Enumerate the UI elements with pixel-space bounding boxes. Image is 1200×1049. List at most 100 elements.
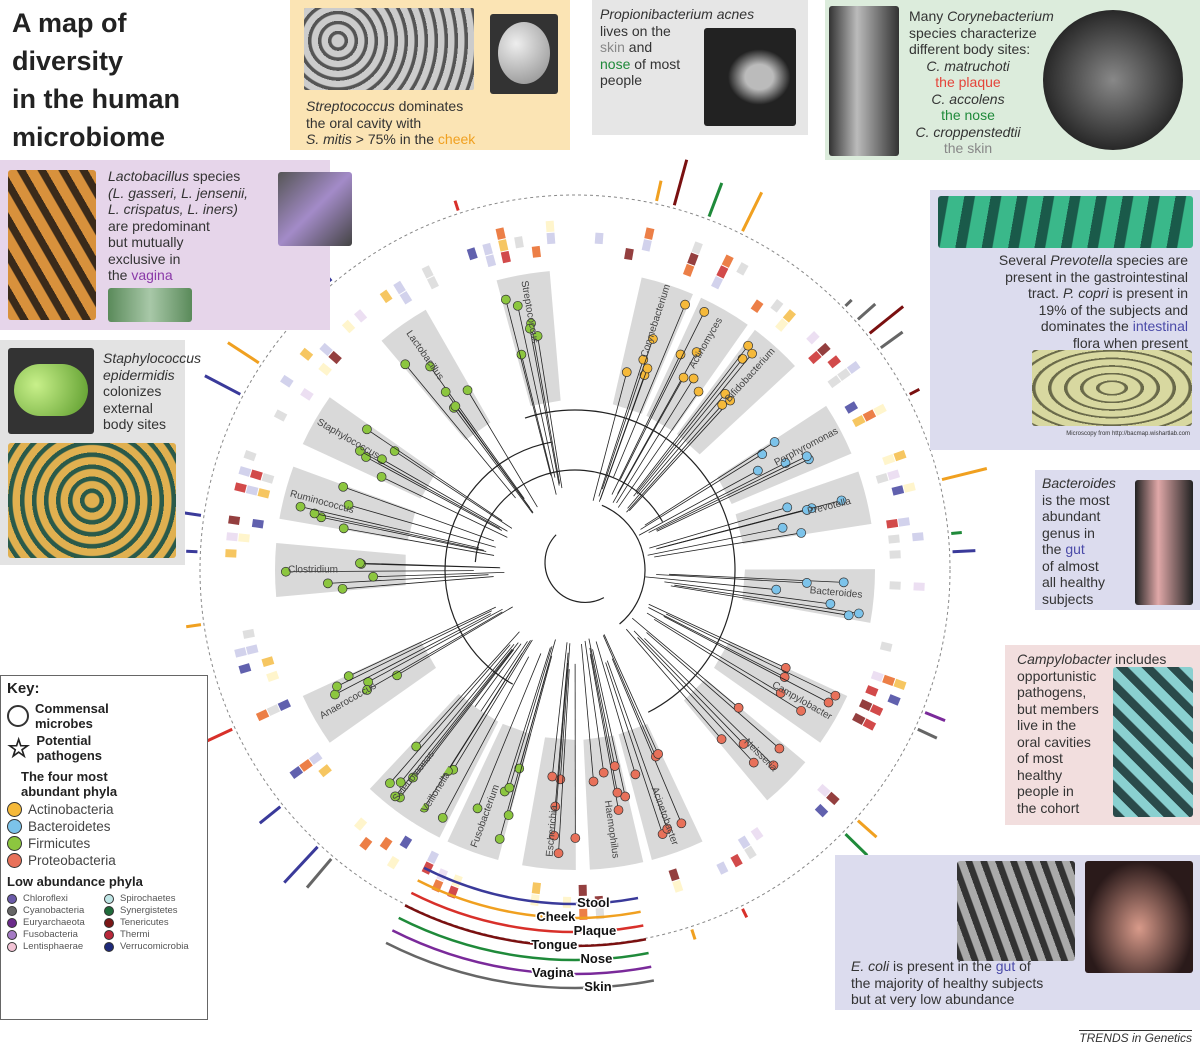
- tree-branch: [611, 354, 681, 495]
- abundance-cell: [806, 331, 820, 345]
- micrograph-image: [829, 6, 899, 156]
- taxon-node: [769, 437, 780, 447]
- tree-branch: [474, 469, 664, 563]
- abundance-cell: [782, 309, 797, 323]
- abundance-cell: [308, 751, 323, 765]
- abundance-cell: [682, 263, 695, 277]
- taxon-node: [662, 823, 673, 834]
- journal-credit: TRENDS in Genetics: [1079, 1030, 1192, 1045]
- clade-shading: [676, 329, 795, 455]
- abundance-cell: [531, 245, 542, 258]
- phylum-color-icon: [7, 853, 22, 868]
- tree-branch: [669, 573, 844, 583]
- abundance-cell: [889, 550, 901, 559]
- tree-branch: [674, 584, 859, 614]
- taxon-node: [338, 523, 349, 534]
- abundance-cell: [687, 252, 699, 266]
- taxon-node: [802, 505, 812, 515]
- abundance-cell: [359, 836, 373, 851]
- tree-branch: [554, 652, 569, 807]
- abundance-cell: [300, 388, 314, 401]
- abundance-cell: [716, 861, 729, 875]
- taxon-node: [801, 451, 812, 462]
- body-site-arrow: [385, 941, 655, 990]
- tree-branch: [518, 639, 556, 769]
- body-site-arrow: [423, 866, 639, 906]
- taxon-node: [777, 522, 788, 533]
- taxon-node: [691, 347, 702, 357]
- star-icon: ☆: [7, 733, 31, 763]
- micrograph-image: [108, 288, 192, 322]
- abundance-cell: [737, 835, 751, 850]
- taxon-node: [295, 501, 306, 512]
- abundance-cell: [318, 362, 332, 376]
- tree-branch: [455, 405, 534, 513]
- body-site-arrow: [398, 916, 649, 962]
- taxon-node: [688, 373, 699, 384]
- tree-branch: [649, 507, 788, 549]
- taxon-node: [376, 471, 387, 482]
- tree-branch: [342, 576, 494, 590]
- abundance-cell: [393, 280, 406, 295]
- abundance-cell: [289, 766, 304, 779]
- abundance-cell: [485, 254, 497, 268]
- body-site-label: Skin: [584, 979, 612, 994]
- taxon-node: [843, 610, 854, 621]
- taxon-node: [330, 689, 340, 700]
- abundance-cell: [730, 853, 743, 868]
- taxon-node: [779, 672, 790, 682]
- taxon-node: [550, 801, 561, 812]
- tree-branch: [644, 638, 774, 766]
- taxon-node: [699, 307, 710, 317]
- abundance-cell: [744, 845, 757, 860]
- clade-shading: [447, 723, 532, 860]
- abundance-cell: [353, 309, 368, 323]
- abundance-cell: [249, 469, 263, 481]
- tree-branch: [635, 345, 749, 492]
- tree-branch: [336, 610, 492, 687]
- abundance-cell: [826, 791, 840, 806]
- taxon-node: [725, 395, 736, 406]
- tree-branch: [646, 632, 780, 749]
- abundance-cell: [421, 265, 434, 279]
- tree-branch: [558, 669, 570, 854]
- tree-branch: [612, 377, 684, 503]
- taxon-node: [462, 385, 473, 396]
- abundance-bar: [741, 908, 749, 919]
- abundance-cell: [817, 342, 831, 357]
- taxon-node: [693, 386, 704, 397]
- tree-branch: [429, 366, 525, 500]
- clade-shading: [717, 405, 852, 505]
- taxon-node: [620, 791, 631, 802]
- tree-branch: [664, 581, 831, 605]
- tree-branch: [400, 644, 515, 783]
- abundance-cell: [897, 517, 911, 527]
- taxon-node: [343, 500, 354, 510]
- micrograph-image: [8, 170, 96, 320]
- taxon-node: [553, 848, 564, 859]
- taxon-node: [753, 465, 763, 476]
- tree-branch: [444, 441, 552, 685]
- taxon-node: [385, 778, 395, 789]
- body-site-label: Nose: [581, 951, 613, 966]
- taxon-node: [500, 294, 511, 305]
- abundance-cell: [379, 289, 393, 304]
- phylum-color-icon: [104, 929, 114, 940]
- abundance-cell: [482, 242, 493, 256]
- micrograph-image: [8, 348, 94, 434]
- taxon-node: [516, 349, 527, 360]
- taxon-node: [796, 705, 806, 716]
- taxon-node: [395, 777, 406, 788]
- abundance-cell: [641, 239, 652, 252]
- phylum-color-icon: [104, 917, 114, 928]
- tree-branch: [638, 470, 759, 536]
- tree-branch: [625, 628, 722, 740]
- tree-branch: [589, 653, 619, 811]
- micrograph-image: [490, 14, 558, 94]
- abundance-cell: [421, 861, 434, 875]
- tree-branch: [367, 608, 503, 683]
- abundance-cell: [875, 472, 889, 484]
- tree-branch: [656, 509, 807, 550]
- abundance-cell: [837, 368, 851, 382]
- micrograph-image: [938, 196, 1193, 248]
